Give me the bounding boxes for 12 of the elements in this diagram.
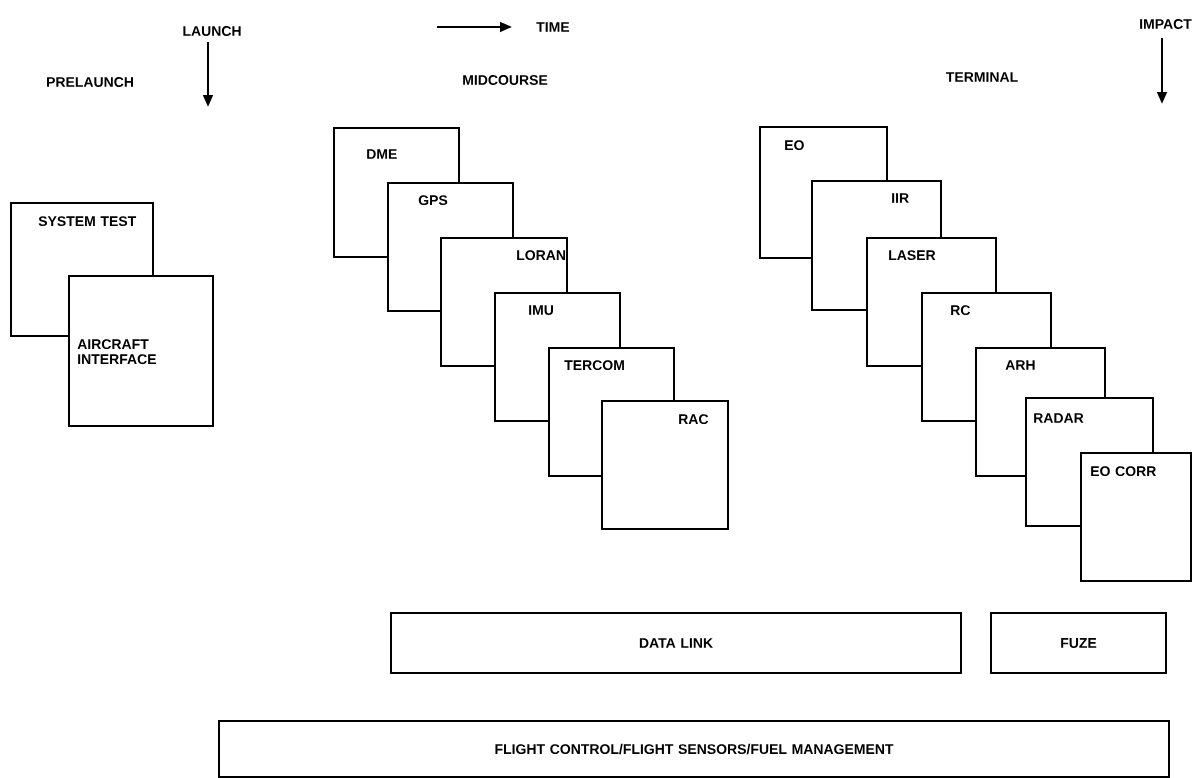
bar-box: FUZE: [990, 612, 1167, 674]
bar-box: FLIGHT CONTROL/FLIGHT SENSORS/FUEL MANAGEMENT: [218, 720, 1170, 778]
bar-box: DATA LINK: [390, 612, 962, 674]
block-box: AIRCRAFT INTERFACE: [68, 275, 214, 427]
stage-label: MIDCOURSE: [463, 75, 548, 85]
stage-label: PRELAUNCH: [47, 77, 133, 87]
block-box: RAC: [601, 400, 729, 530]
block-box: EO CORR: [1080, 452, 1192, 582]
stage-label: TIME: [536, 22, 570, 32]
stage-label: IMPACT: [1140, 19, 1192, 29]
stage-label: TERMINAL: [946, 72, 1018, 82]
stage-label: LAUNCH: [183, 26, 241, 36]
